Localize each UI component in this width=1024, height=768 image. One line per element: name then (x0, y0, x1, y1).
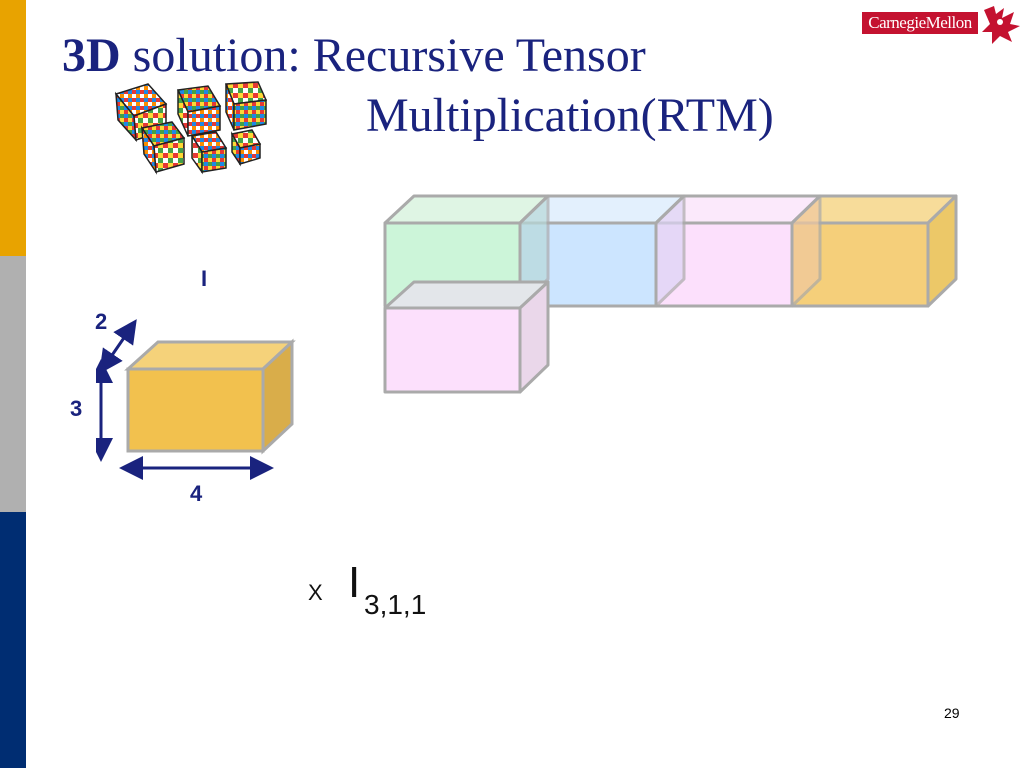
block-front-face (126, 367, 265, 453)
tensor-block-diagram (96, 319, 296, 480)
page-number: 29 (944, 705, 960, 721)
cell-5-side (518, 280, 550, 394)
height-label: 3 (70, 396, 83, 421)
title-line2: Multiplication(RTM) (366, 89, 774, 142)
tensor-cells-diagram (383, 194, 958, 394)
width-label: 4 (190, 481, 203, 506)
cell-4-side (926, 194, 958, 308)
cell-3-side (790, 194, 822, 308)
formula-operator: X (308, 580, 323, 605)
rubiks-cubes-image (114, 81, 268, 175)
depth-arrow (99, 319, 137, 374)
title-line1: solution: Recursive Tensor (120, 29, 646, 82)
formula-subscript: 3,1,1 (364, 589, 427, 620)
sidebar-bar-gray (0, 256, 26, 512)
sidebar-bar-navy (0, 512, 26, 768)
dragon-logo-icon (982, 6, 1020, 44)
depth-label: 2 (95, 309, 108, 334)
top-label: I (201, 266, 208, 291)
slide-title: 3D solution: Recursive Tensor Multiplica… (62, 26, 862, 146)
title-bold: 3D (62, 29, 121, 82)
cell-1-side (518, 194, 550, 308)
formula-symbol: I (348, 558, 361, 607)
cmu-logo: CarnegieMellon (862, 12, 978, 34)
cell-2-side (654, 194, 686, 308)
sidebar-bar-gold (0, 0, 26, 256)
cell-5-front (383, 306, 522, 394)
